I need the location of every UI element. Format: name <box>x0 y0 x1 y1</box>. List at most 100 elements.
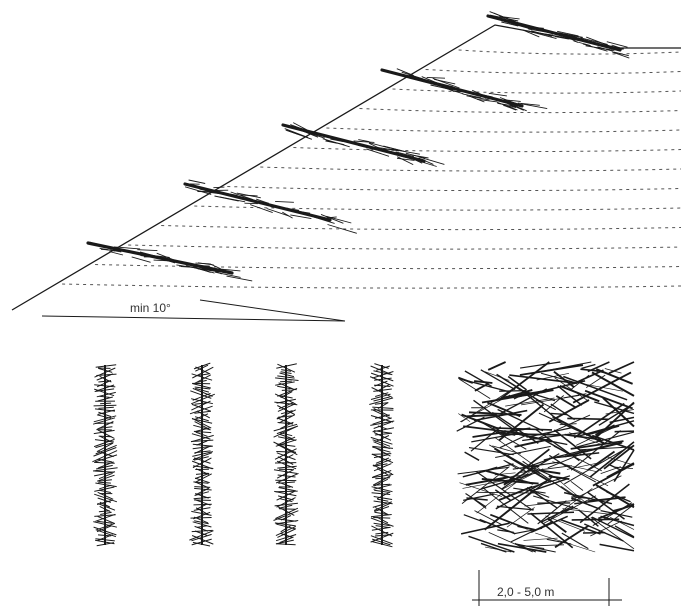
brush-mat-branch <box>490 474 519 484</box>
brush-mat-branch <box>559 423 577 426</box>
brush-mat-branch <box>466 497 488 501</box>
soil-stratum-line <box>227 186 681 192</box>
brush-mat-branch <box>473 498 487 509</box>
brush-layer <box>281 122 445 167</box>
brush-mat-branch <box>516 543 556 553</box>
soil-stratum-line <box>458 49 681 55</box>
brush-layer <box>183 179 357 234</box>
angle-slope-ray <box>199 299 346 322</box>
brush-mat-branch <box>494 472 516 476</box>
brush-mat-branch <box>571 518 620 521</box>
brush-mat-branch <box>535 399 557 411</box>
brush-mat-branch <box>549 452 600 460</box>
brush-mat-branch <box>497 408 544 432</box>
brush-mat-branch <box>608 361 635 375</box>
brush-bundle <box>369 363 395 548</box>
brush-mat-branch <box>502 433 562 436</box>
brush-mat-branch <box>600 515 635 527</box>
brush-mat-branch <box>590 517 635 550</box>
spacing-dimension: 2,0 - 5,0 m <box>472 570 622 606</box>
plan-view-bundles <box>92 362 395 548</box>
brush-mat-branch <box>555 395 577 409</box>
brush-mat-branch <box>563 375 628 401</box>
brush-mat-branch <box>527 511 575 515</box>
brush-mat-branch <box>612 504 635 512</box>
brush-mat-branch <box>459 482 503 497</box>
brush-layer <box>380 68 548 112</box>
soil-stratum-line <box>392 88 681 94</box>
brush-mat-branch <box>581 363 596 370</box>
brush-mat-branch <box>564 442 617 458</box>
brush-mat-branch <box>499 434 527 449</box>
brush-mat-branch <box>513 391 529 400</box>
brush-mat-branch <box>606 491 631 503</box>
soil-stratum-line <box>293 147 681 153</box>
brush-mat-branch <box>522 431 582 442</box>
brush-mat-branch <box>584 389 634 410</box>
brush-mat-branch <box>504 460 528 473</box>
brush-mat-branch <box>591 371 635 397</box>
brush-mat-branch <box>546 517 567 534</box>
brush-mat-branch <box>493 430 527 450</box>
brush-mat-branch <box>486 401 521 418</box>
brush-mat-branch <box>514 472 537 477</box>
slope-cross-section <box>11 11 681 311</box>
brush-mat-branch <box>554 524 590 549</box>
brush-mat-branch <box>589 441 635 478</box>
brush-mat-branch <box>574 496 626 505</box>
brush-mat-branch <box>523 537 558 541</box>
brush-layer <box>486 11 630 59</box>
brush-mat-branch <box>498 485 533 501</box>
brush-mat-branch <box>517 525 535 531</box>
brush-mat-branch <box>553 476 590 507</box>
brush-mat-branch <box>480 369 516 391</box>
brush-mat-branch <box>518 380 586 398</box>
brush-mat-branch <box>564 464 597 483</box>
brush-mat-branch <box>570 480 584 491</box>
brush-mat-branch <box>600 509 633 518</box>
brush-bundle <box>273 363 299 546</box>
brush-mat-branch <box>570 440 624 450</box>
brush-mat-branch <box>459 378 491 399</box>
brush-mat-branch <box>539 469 561 475</box>
soil-stratum-line <box>260 166 681 172</box>
slope-surface-line <box>11 24 681 311</box>
brush-mat-branch <box>505 397 555 407</box>
brush-mat-branch <box>571 475 622 501</box>
slope-angle-indicator: min 10° <box>41 299 346 322</box>
brush-mat-branch <box>525 475 571 490</box>
brush-mat-branch <box>590 520 622 537</box>
brush-mat-branch <box>481 477 539 485</box>
brush-mat-branch <box>561 532 589 550</box>
brush-mat-branch <box>510 521 552 543</box>
brush-mat-branch <box>563 393 587 399</box>
brush-mat-branch <box>614 466 634 469</box>
brush-mat-branch <box>607 456 635 466</box>
brush-mat-branch <box>512 461 560 470</box>
brush-mat-branch <box>585 383 623 392</box>
brush-mat-branch <box>540 372 577 384</box>
brush-mat-branch <box>468 447 514 456</box>
brush-mat-branch <box>485 546 512 553</box>
brush-mat-branch <box>578 420 635 437</box>
brush-mat-branch <box>614 430 635 433</box>
brush-mat-branch <box>474 510 503 526</box>
brush-mat-branch <box>564 433 602 441</box>
brush-mat-branch <box>479 518 516 535</box>
plan-view-brush-mat <box>456 361 635 553</box>
brush-mat-branch <box>476 491 540 494</box>
brush-mat-branch <box>580 446 633 451</box>
brush-mat-branch <box>495 445 551 459</box>
brush-mat-branch <box>499 389 527 392</box>
brush-mat-branch <box>595 368 633 385</box>
brush-mat-branch <box>463 493 495 502</box>
brush-mat-branch <box>498 361 550 401</box>
soil-stratum-line <box>62 283 681 289</box>
brush-mat-branch <box>560 486 581 500</box>
brush-mat-branch <box>602 397 635 428</box>
brush-mat-branch <box>520 361 561 369</box>
brush-mat-branch <box>614 525 635 538</box>
brush-mat-branch <box>548 399 590 423</box>
brush-mat-branch <box>546 538 572 545</box>
